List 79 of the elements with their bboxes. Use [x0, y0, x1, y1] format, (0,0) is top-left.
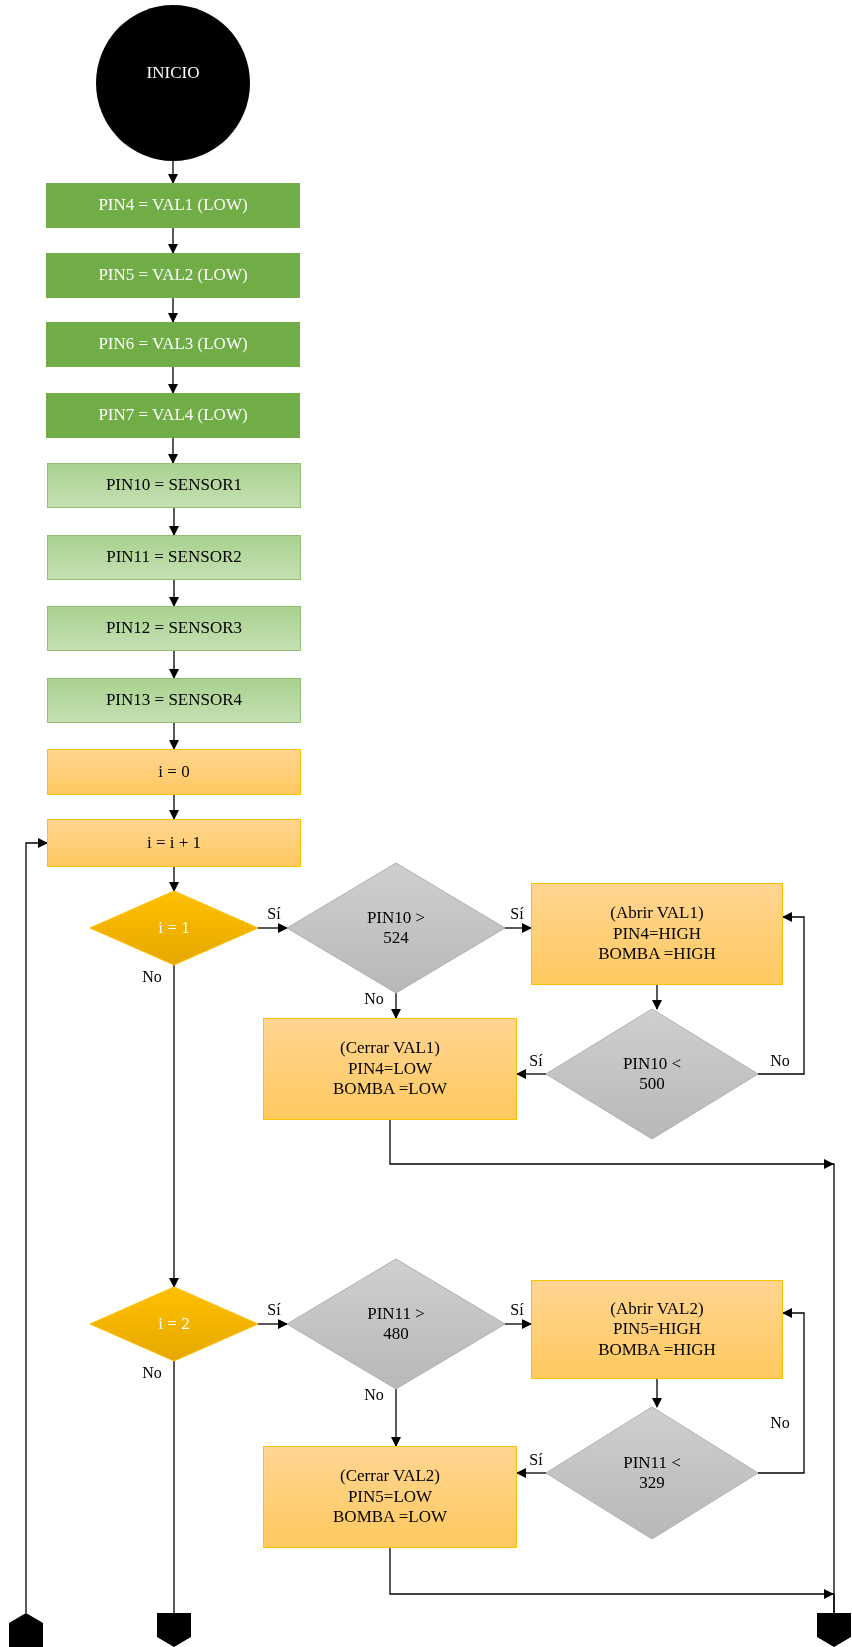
- node-text: (Abrir VAL2): [610, 1298, 704, 1320]
- arrow: [169, 650, 179, 679]
- node-text: i = 0: [158, 761, 190, 783]
- process-box: [47, 535, 301, 580]
- process-box: [531, 1280, 783, 1379]
- arrow: [169, 507, 179, 536]
- arrow: [652, 1378, 662, 1408]
- start-circle: [96, 5, 250, 161]
- process-box: [46, 393, 300, 438]
- node-text: PIN7 = VAL4 (LOW): [98, 405, 248, 426]
- node-text: PIN6 = VAL3 (LOW): [98, 334, 248, 355]
- arrow: [504, 1319, 532, 1329]
- process-box: [263, 1446, 517, 1548]
- arrow: [168, 227, 178, 254]
- node-text: PIN4 = VAL1 (LOW): [98, 195, 248, 216]
- node-text: PIN5=LOW: [347, 1486, 433, 1508]
- arrow: [169, 964, 179, 1288]
- node-text: (Cerrar VAL2): [340, 1466, 440, 1487]
- arrow: [391, 992, 401, 1019]
- node-text: PIN4=HIGH: [613, 923, 701, 945]
- process-box: [47, 678, 301, 723]
- node-text: BOMBA =LOW: [333, 1507, 447, 1528]
- off-page-connector: [9, 1613, 43, 1647]
- off-page-connector: [157, 1613, 191, 1647]
- connector-line: [173, 1360, 175, 1614]
- node-text: (Cerrar VAL1): [340, 1038, 440, 1059]
- node-text: PIN5=HIGH: [613, 1319, 701, 1340]
- node-text: i = 1: [158, 917, 190, 939]
- arrow: [257, 923, 288, 933]
- arrow: [168, 297, 178, 323]
- node-text: BOMBA =HIGH: [598, 1339, 716, 1361]
- arrow: [757, 1308, 805, 1474]
- process-box: [46, 253, 300, 298]
- arrow: [169, 794, 179, 820]
- process-box: [47, 819, 301, 867]
- arrow: [169, 579, 179, 607]
- arrow: [652, 984, 662, 1010]
- arrow: [168, 160, 178, 184]
- process-box: [46, 322, 300, 367]
- node-text: (Abrir VAL1): [610, 903, 704, 924]
- decision-diamond: [287, 863, 505, 993]
- decision-diamond: [287, 1259, 505, 1389]
- node-text: i = 2: [158, 1313, 190, 1335]
- off-page-connector: [817, 1613, 851, 1647]
- decision-diamond: [546, 1009, 758, 1139]
- node-text: PIN10 = SENSOR1: [105, 475, 243, 496]
- arrow: [516, 1069, 547, 1079]
- arrow: [504, 923, 532, 933]
- node-text: PIN4=LOW: [347, 1058, 433, 1080]
- arrow: [169, 866, 179, 892]
- decision-diamond: [90, 891, 258, 965]
- node-text: PIN12 = SENSOR3: [105, 618, 243, 639]
- arrow: [757, 912, 805, 1075]
- node-text: BOMBA =LOW: [333, 1079, 447, 1100]
- arrow: [168, 437, 178, 464]
- node-text: BOMBA =HIGH: [598, 944, 716, 965]
- arrow: [25, 838, 48, 1614]
- node-text: PIN10 < 500: [621, 1053, 683, 1095]
- process-box: [263, 1018, 517, 1120]
- process-box: [531, 883, 783, 985]
- arrow: [516, 1468, 547, 1478]
- node-text: INICIO: [146, 63, 200, 84]
- arrow: [169, 722, 179, 750]
- decision-diamond: [90, 1287, 258, 1361]
- node-text: PIN11 < 329: [622, 1452, 682, 1494]
- node-text: PIN13 = SENSOR4: [105, 690, 243, 711]
- arrow: [391, 1388, 401, 1447]
- node-text: PIN11 = SENSOR2: [106, 547, 242, 568]
- process-box: [47, 606, 301, 651]
- process-box: [46, 183, 300, 228]
- process-box: [47, 749, 301, 795]
- process-box: [47, 463, 301, 508]
- arrow: [257, 1319, 288, 1329]
- arrow: [168, 366, 178, 394]
- node-text: PIN5 = VAL2 (LOW): [98, 265, 248, 286]
- node-text: i = i + 1: [146, 832, 202, 854]
- node-text: PIN11 > 480: [366, 1303, 426, 1345]
- decision-diamond: [546, 1407, 758, 1539]
- node-text: PIN10 > 524: [365, 907, 427, 949]
